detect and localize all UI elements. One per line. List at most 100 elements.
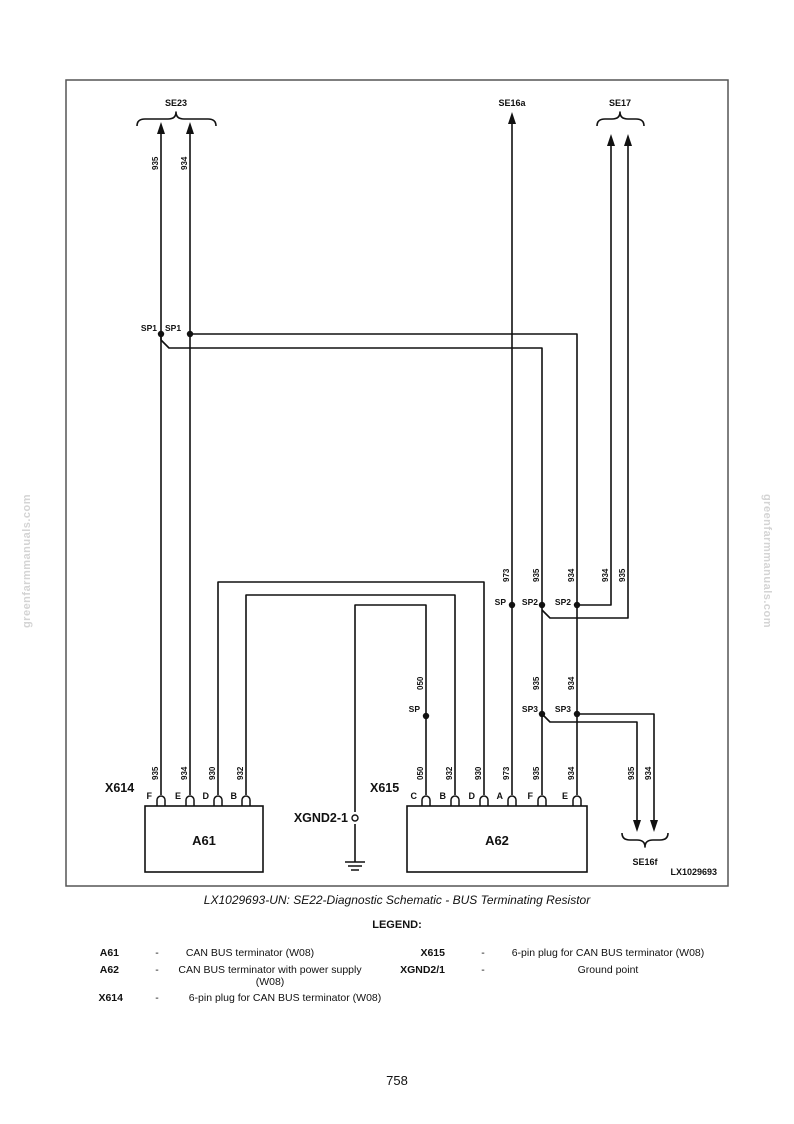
pin-letter-x615-1: C	[411, 791, 418, 801]
wire-935-se17	[541, 142, 629, 619]
wire-label-050: 050	[416, 676, 425, 690]
se17-bracket	[596, 111, 645, 127]
figure-caption: LX1029693-UN: SE22-Diagnostic Schematic …	[203, 893, 591, 907]
arrow-934-se16f	[650, 820, 658, 832]
wire-label-935-sp3: 935	[532, 676, 541, 690]
splice-dot-sp2-b	[573, 601, 581, 609]
x615-wire-label-3: 930	[474, 766, 483, 780]
ground-label: XGND2-1	[294, 811, 348, 825]
splice-label-sp1-b: SP1	[165, 323, 181, 333]
connector-label-x614: X614	[105, 781, 134, 795]
legend-desc-x614: 6-pin plug for CAN BUS terminator (W08)	[188, 992, 382, 1004]
se23-bracket	[136, 111, 217, 127]
legend-dash: -	[155, 947, 159, 959]
splice-label-sp3-a: SP3	[522, 704, 538, 714]
wire-935-se16f	[541, 713, 638, 824]
wire-label-934-se17: 934	[601, 568, 610, 582]
x614-wire-label-4: 932	[236, 766, 245, 780]
pin-letter-x614-1: F	[147, 791, 153, 801]
arrow-934-se23	[186, 122, 194, 134]
splice-dot-sp1-a	[157, 330, 165, 338]
wire-sp1-935-bridge	[160, 334, 543, 795]
wire-label-935-left: 935	[151, 156, 160, 170]
pin-socket-x614-d	[213, 795, 223, 806]
pin-socket-x615-c	[421, 795, 431, 806]
component-a61-box	[144, 805, 264, 873]
legend-code-x614: X614	[98, 992, 123, 1004]
wire-label-934-left: 934	[180, 156, 189, 170]
legend-code-xgnd2: XGND2/1	[400, 964, 445, 976]
wire-934-se16f	[577, 713, 655, 824]
legend-desc-x615: 6-pin plug for CAN BUS terminator (W08)	[511, 947, 705, 959]
arrow-934-se17	[607, 134, 615, 146]
wire-932-loop	[245, 594, 456, 795]
arrow-935-se16f	[633, 820, 641, 832]
x614-wire-label-3: 930	[208, 766, 217, 780]
legend-dash: -	[155, 964, 159, 976]
arrow-935-se23	[157, 122, 165, 134]
ground-symbol-icon	[345, 861, 365, 871]
splice-label-sp1-a: SP1	[141, 323, 157, 333]
legend-desc-xgnd2: Ground point	[577, 964, 639, 976]
x614-wire-label-2: 934	[180, 766, 189, 780]
wiring-schematic: SE23 SE16a SE17 SE16f LX1029693 935 934 …	[65, 79, 729, 887]
x615-wire-label-4: 973	[502, 766, 511, 780]
legend-desc-a61: CAN BUS terminator (W08)	[185, 947, 315, 959]
x615-wire-label-2: 932	[445, 766, 454, 780]
splice-dot-sp-050	[422, 712, 430, 720]
wire-sp1-934-bridge	[190, 333, 578, 795]
splice-dot-sp1-b	[186, 330, 194, 338]
pin-socket-x615-e	[572, 795, 582, 806]
wire-label-934-sp3: 934	[567, 676, 576, 690]
arrow-935-se17	[624, 134, 632, 146]
pin-letter-x615-3: D	[469, 791, 476, 801]
wire-label-934-se16f: 934	[644, 766, 653, 780]
legend-desc-a62: CAN BUS terminator with power supply (W0…	[178, 964, 362, 988]
pin-socket-x614-f	[156, 795, 166, 806]
component-label-a61: A61	[192, 833, 216, 848]
splice-dot-sp3-a	[538, 710, 546, 718]
schematic-frame	[65, 79, 729, 887]
splice-dot-sp3-b	[573, 710, 581, 718]
splice-dot-sp2-a	[538, 601, 546, 609]
component-a62-box	[406, 805, 588, 873]
x615-wire-label-1: 050	[416, 766, 425, 780]
x614-wire-label-1: 935	[151, 766, 160, 780]
splice-dot-sp-973	[508, 601, 516, 609]
splice-label-sp-973: SP	[495, 597, 507, 607]
x615-wire-label-5: 935	[532, 766, 541, 780]
label-image-id: LX1029693	[670, 867, 717, 877]
wire-050	[354, 604, 427, 812]
ground-terminal	[351, 814, 359, 822]
legend-dash: -	[481, 964, 485, 976]
wire-label-973: 973	[502, 568, 511, 582]
pin-letter-x614-2: E	[175, 791, 181, 801]
label-se16a: SE16a	[498, 98, 526, 108]
pin-socket-x614-b	[241, 795, 251, 806]
splice-label-sp-050: SP	[409, 704, 421, 714]
label-se17: SE17	[609, 98, 631, 108]
pin-letter-x615-2: B	[440, 791, 447, 801]
wire-label-935-mid: 935	[532, 568, 541, 582]
pin-socket-x615-b	[450, 795, 460, 806]
wire-934-se17	[577, 142, 612, 606]
wire-label-934-mid: 934	[567, 568, 576, 582]
splice-label-sp2-b: SP2	[555, 597, 571, 607]
pin-socket-x615-f	[537, 795, 547, 806]
legend-code-a61: A61	[99, 947, 119, 959]
splice-label-sp2-a: SP2	[522, 597, 538, 607]
legend-code-x615: X615	[420, 947, 445, 959]
component-label-a62: A62	[485, 833, 509, 848]
legend-dash: -	[155, 992, 159, 1004]
wire-930-loop	[217, 581, 485, 795]
wire-label-935-se17: 935	[618, 568, 627, 582]
se16f-bracket	[621, 832, 669, 848]
x615-wire-label-6: 934	[567, 766, 576, 780]
pin-letter-x614-4: B	[231, 791, 238, 801]
pin-socket-x615-d	[479, 795, 489, 806]
connector-label-x615: X615	[370, 781, 399, 795]
label-se16f: SE16f	[632, 857, 658, 867]
legend-title: LEGEND:	[372, 919, 422, 931]
pin-letter-x615-4: A	[497, 791, 504, 801]
